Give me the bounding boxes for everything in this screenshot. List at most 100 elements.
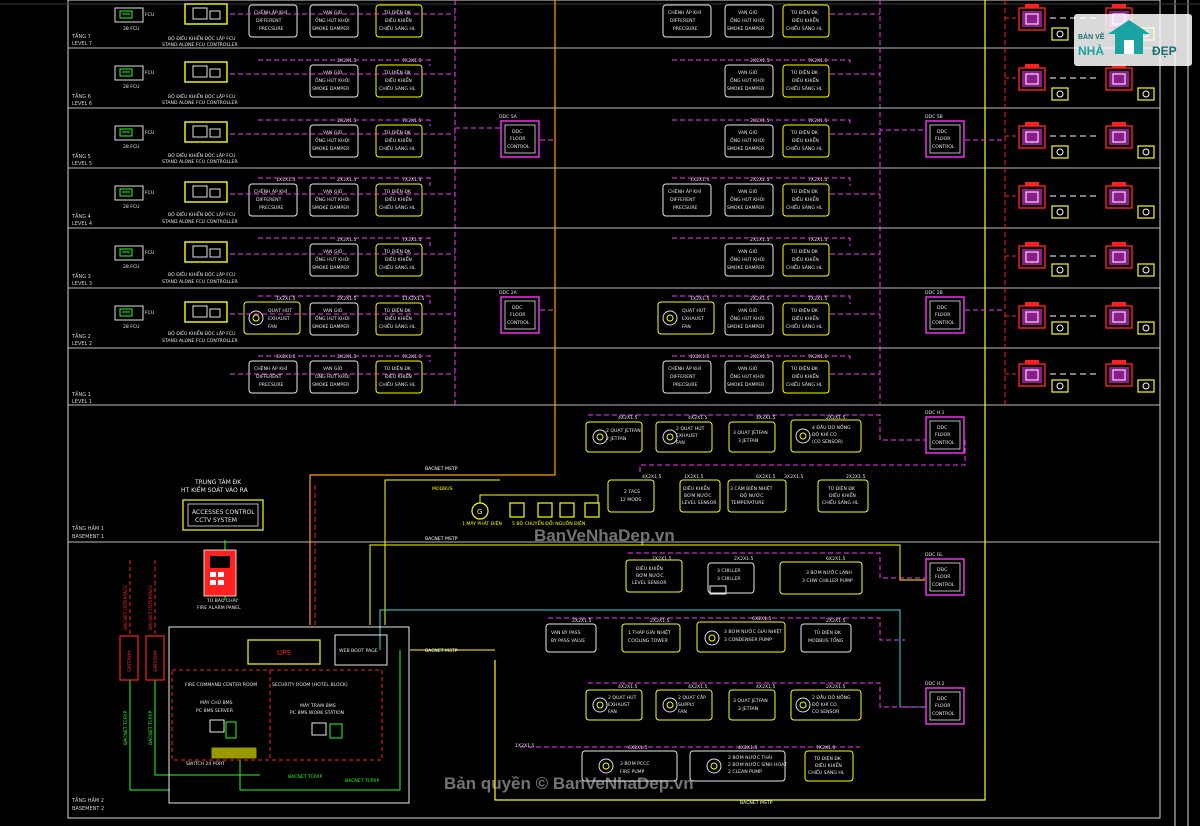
svg-text:4 ĐẦU DÒ NỒNG: 4 ĐẦU DÒ NỒNG — [812, 422, 851, 431]
svg-text:28 FCU: 28 FCU — [123, 144, 140, 150]
svg-text:ỐNG HÚT KHÓI: ỐNG HÚT KHÓI — [730, 76, 765, 84]
logo-text-1: BẢN VẼ — [1078, 34, 1105, 41]
svg-text:ĐỘ KHÍ CO: ĐỘ KHÍ CO — [812, 431, 837, 438]
right-bus — [672, 13, 1005, 375]
svg-text:1X2X1.5: 1X2X1.5 — [276, 296, 296, 302]
svg-text:COOLING TOWER: COOLING TOWER — [628, 638, 669, 644]
svg-text:STAND ALONE FCU CONTROLLER: STAND ALONE FCU CONTROLLER — [162, 42, 238, 48]
svg-text:EXHAUST: EXHAUST — [682, 316, 704, 322]
svg-text:1X2X1.5: 1X2X1.5 — [690, 296, 710, 302]
svg-text:DDC: DDC — [937, 129, 947, 135]
svg-text:DIFFERENT: DIFFERENT — [670, 197, 696, 203]
svg-text:ỐNG HÚT KHÓI: ỐNG HÚT KHÓI — [315, 314, 350, 322]
svg-text:2 QUẠT JETFAN: 2 QUẠT JETFAN — [606, 428, 641, 434]
svg-text:7X2X1.5: 7X2X1.5 — [402, 237, 422, 243]
svg-text:CHIẾU SÁNG HL: CHIẾU SÁNG HL — [379, 203, 416, 211]
right-device-boxes: CHÊNH ÁP KHÍ DIFFERENT PRECSURE VAN GIÓ ỐNG… — [657, 4, 830, 394]
svg-text:MÁY CHỦ BMS: MÁY CHỦ BMS — [200, 698, 233, 706]
svg-text:FAN: FAN — [682, 324, 691, 330]
svg-text:VAN GIÓ: VAN GIÓ — [323, 69, 343, 76]
svg-text:ỐNG HÚT KHÓI: ỐNG HÚT KHÓI — [315, 255, 350, 263]
svg-text:CHÊNH ÁP KHÍ: CHÊNH ÁP KHÍ — [668, 364, 702, 372]
svg-text:ACCESSES CONTROL: ACCESSES CONTROL — [192, 509, 255, 516]
svg-text:CONTROL: CONTROL — [507, 144, 530, 150]
svg-text:PRECSURE: PRECSURE — [673, 26, 698, 32]
svg-text:FLOOR: FLOOR — [935, 574, 951, 580]
svg-text:7X2X1.5: 7X2X1.5 — [402, 58, 422, 64]
svg-text:28 FCU: 28 FCU — [123, 204, 140, 210]
svg-text:ĐIỀU KHIỂN: ĐIỀU KHIỂN — [829, 491, 856, 499]
level-label-l1: TẦNG 7 — [71, 32, 91, 40]
svg-text:PC BMS WORK STATION: PC BMS WORK STATION — [290, 710, 344, 716]
svg-text:7X2X1.5: 7X2X1.5 — [816, 745, 836, 751]
svg-text:GATEWAY: GATEWAY — [153, 650, 159, 672]
svg-text:BƠM NƯỚC: BƠM NƯỚC — [684, 492, 712, 499]
svg-text:CONTROL: CONTROL — [932, 440, 955, 446]
svg-text:MÁY TRẠM BMS: MÁY TRẠM BMS — [300, 702, 336, 709]
svg-text:TỦ ĐIỆN ĐK: TỦ ĐIỆN ĐK — [383, 364, 412, 372]
level-label-l2: LEVEL 1 — [72, 399, 92, 405]
svg-text:3 BƠM PCCC: 3 BƠM PCCC — [620, 761, 650, 767]
svg-text:2 QUẠT HÚT: 2 QUẠT HÚT — [608, 694, 637, 701]
svg-text:EXHAUST: EXHAUST — [608, 702, 630, 708]
svg-text:SMOKE DAMPER: SMOKE DAMPER — [312, 146, 350, 152]
svg-text:CONTROL: CONTROL — [507, 320, 530, 326]
svg-text:LEVEL SENSOR: LEVEL SENSOR — [632, 580, 667, 586]
svg-text:CCTV SYSTEM: CCTV SYSTEM — [195, 517, 237, 524]
svg-text:PC BMS SERVER: PC BMS SERVER — [196, 708, 234, 714]
svg-text:ỐNG HÚT KHÓI: ỐNG HÚT KHÓI — [315, 76, 350, 84]
logo-text-2: NHÀ — [1078, 44, 1104, 58]
svg-text:VAN GIÓ: VAN GIÓ — [738, 188, 758, 195]
svg-text:CHIẾU SÁNG HL: CHIẾU SÁNG HL — [379, 84, 416, 92]
svg-text:ĐIỀU KHIỂN: ĐIỀU KHIỂN — [385, 136, 412, 144]
svg-text:DIFFERENT: DIFFERENT — [256, 374, 282, 380]
svg-text:DDC: DDC — [937, 567, 947, 573]
svg-text:28 FCU: 28 FCU — [123, 26, 140, 32]
svg-text:2X2X1.5: 2X2X1.5 — [750, 118, 770, 124]
svg-text:CHIẾU SÁNG HL: CHIẾU SÁNG HL — [379, 144, 416, 152]
svg-text:VAN GIÓ: VAN GIÓ — [323, 248, 343, 255]
svg-text:2X2X1.5: 2X2X1.5 — [750, 296, 770, 302]
svg-text:VAN GIÓ: VAN GIÓ — [323, 365, 343, 372]
svg-text:SMOKE DAMPER: SMOKE DAMPER — [312, 26, 350, 32]
svg-text:BACNET TCP/IP: BACNET TCP/IP — [123, 711, 129, 745]
svg-text:CONTROL: CONTROL — [932, 144, 955, 150]
svg-text:2 QUẠT CẤP: 2 QUẠT CẤP — [678, 693, 706, 701]
svg-text:3 JETFAN: 3 JETFAN — [738, 706, 758, 712]
svg-text:ỐNG HÚT KHÓI: ỐNG HÚT KHÓI — [730, 16, 765, 24]
svg-text:6X2X1.5: 6X2X1.5 — [752, 616, 772, 622]
svg-text:2X2X1.5: 2X2X1.5 — [750, 177, 770, 183]
svg-text:1X2X1.5: 1X2X1.5 — [515, 743, 535, 749]
svg-text:2X2X1.5: 2X2X1.5 — [572, 618, 592, 624]
svg-text:DIFFERENT: DIFFERENT — [256, 197, 282, 203]
svg-text:FLOOR: FLOOR — [935, 703, 951, 709]
svg-text:2X2X1.5: 2X2X1.5 — [650, 618, 670, 624]
svg-text:VAN GIÓ: VAN GIÓ — [738, 129, 758, 136]
svg-text:4X2X1.5: 4X2X1.5 — [688, 684, 708, 690]
svg-text:2 BƠM NƯỚC SINH HOẠT: 2 BƠM NƯỚC SINH HOẠT — [728, 761, 787, 768]
svg-text:2 JETFAN: 2 JETFAN — [606, 436, 626, 442]
svg-text:12 MODS: 12 MODS — [620, 497, 641, 503]
level-label-l2: LEVEL 5 — [72, 161, 92, 167]
svg-text:3 CHILLER: 3 CHILLER — [717, 568, 741, 574]
svg-text:28 FCU: 28 FCU — [123, 264, 140, 270]
svg-text:7X2X1.5: 7X2X1.5 — [808, 237, 828, 243]
svg-text:CO SENSOR: CO SENSOR — [812, 709, 840, 715]
svg-text:SMOKE DAMPER: SMOKE DAMPER — [312, 382, 350, 388]
svg-text:CONTROL: CONTROL — [932, 320, 955, 326]
svg-text:3 CẢM BIẾN NHIỆT: 3 CẢM BIẾN NHIỆT — [730, 484, 773, 492]
svg-text:DDC H.2: DDC H.2 — [925, 681, 945, 687]
svg-text:2X2X1.5: 2X2X1.5 — [337, 118, 357, 124]
svg-text:4X2X1.5: 4X2X1.5 — [642, 474, 662, 480]
svg-text:BỘ ĐIỀU KHIỂN ĐỘC LẬP FCU: BỘ ĐIỀU KHIỂN ĐỘC LẬP FCU — [168, 270, 235, 278]
svg-text:2X2X1.5: 2X2X1.5 — [750, 237, 770, 243]
svg-text:2 CLEAN PUMP: 2 CLEAN PUMP — [728, 769, 762, 775]
svg-text:VAN GIÓ: VAN GIÓ — [738, 365, 758, 372]
svg-text:DDC 5A: DDC 5A — [499, 114, 518, 120]
svg-text:SMOKE DAMPER: SMOKE DAMPER — [312, 205, 350, 211]
svg-text:TỦ ĐIỆN ĐK: TỦ ĐIỆN ĐK — [813, 754, 842, 762]
svg-text:1 MÁY PHÁT ĐIỆN: 1 MÁY PHÁT ĐIỆN — [462, 519, 502, 527]
svg-text:BACNET MSTP: BACNET MSTP — [425, 648, 458, 654]
svg-text:DDC: DDC — [937, 305, 947, 311]
